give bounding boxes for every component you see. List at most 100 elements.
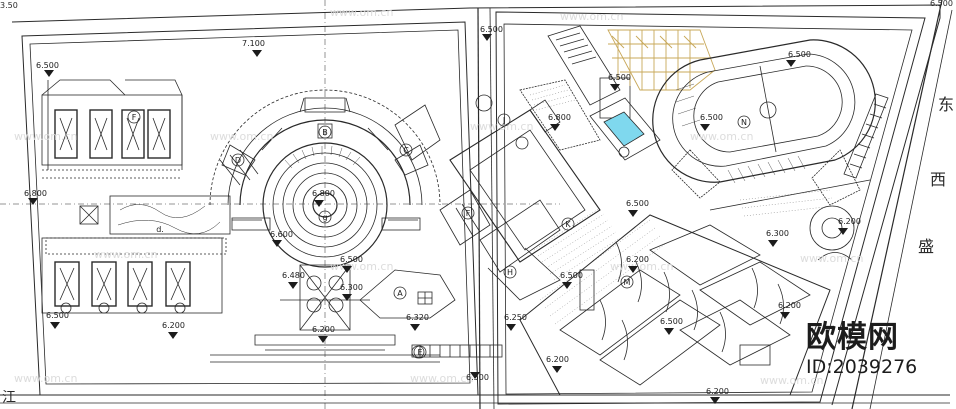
elevation-marker: 6.200 — [312, 325, 335, 343]
label-d: d. — [156, 225, 164, 234]
elevation-marker: 6.500 — [36, 61, 59, 77]
watermark-brand: 欧模网 — [806, 320, 899, 355]
label-J: J — [502, 116, 505, 125]
elevation-marker: 6.500 — [700, 113, 723, 131]
watermark-id: ID:2039276 — [806, 356, 918, 378]
building-A-area — [359, 269, 456, 319]
elevation-marker: 6.500 — [480, 25, 503, 41]
label-H: H — [507, 268, 513, 277]
watermark-url: www.om.cn — [410, 372, 473, 385]
svg-text:6.500: 6.500 — [36, 61, 59, 70]
dormitory-blocks-bottom — [41, 237, 227, 314]
elevation-marker: 6.480 — [282, 271, 305, 289]
elevation-marker: 6.200 — [546, 355, 569, 373]
elevation-marker: 6.200 — [838, 217, 861, 235]
elevation-marker: 6.200 — [778, 301, 801, 319]
dormitory-blocks-top — [41, 79, 183, 179]
elevation-marker: 6.200 — [162, 321, 185, 339]
svg-text:6.500: 6.500 — [700, 113, 723, 122]
watermark-url: www.om.cn — [690, 130, 753, 143]
elevation-marker: 6.500 — [46, 311, 69, 329]
svg-text:6.500: 6.500 — [608, 73, 631, 82]
svg-text:6.800: 6.800 — [312, 189, 335, 198]
svg-text:6.500: 6.500 — [340, 255, 363, 264]
watermark-url: www.om.cn — [210, 130, 273, 143]
label-E: E — [417, 348, 422, 357]
elevation-marker: 6.500 — [786, 50, 811, 67]
elevation-marker: 6.500 — [466, 372, 489, 382]
elevation-marker: 6.800 — [312, 189, 335, 207]
svg-text:6.800: 6.800 — [548, 113, 571, 122]
watermark-url: www.om.cn — [610, 260, 673, 273]
edge-mark: 盛 — [918, 237, 934, 256]
edge-mark: 西 — [930, 170, 946, 189]
watermark-url: www.om.cn — [14, 372, 77, 385]
label-F: F — [466, 209, 471, 218]
elevation-marker: 6.500 — [660, 317, 683, 335]
svg-text:6.300: 6.300 — [340, 283, 363, 292]
label-C: C — [403, 146, 409, 155]
academic-complex — [439, 79, 601, 301]
svg-text:6.200: 6.200 — [312, 325, 335, 334]
edge-mark: 东 — [938, 95, 954, 114]
east-bar-building — [843, 93, 889, 179]
watermark-url: www.om.cn — [330, 6, 393, 19]
svg-text:6.600: 6.600 — [270, 230, 293, 239]
watermark-url: www.om.cn — [560, 10, 623, 23]
label-F: F — [132, 113, 137, 122]
svg-text:6.320: 6.320 — [406, 313, 429, 322]
watermark-url: www.om.cn — [800, 252, 863, 265]
residential-blocks — [519, 214, 831, 396]
svg-text:6.800: 6.800 — [24, 189, 47, 198]
label-B: B — [322, 128, 328, 137]
south-plaza — [210, 264, 440, 363]
svg-text:6.500: 6.500 — [480, 25, 503, 34]
elevation-marker: 6.800 — [548, 113, 571, 131]
svg-text:6.200: 6.200 — [838, 217, 861, 226]
central-auditorium — [209, 89, 441, 268]
svg-text:6.200: 6.200 — [706, 387, 729, 396]
building-E-strip — [411, 344, 503, 359]
running-track — [652, 39, 876, 211]
svg-text:6.300: 6.300 — [766, 229, 789, 238]
svg-text:6.250: 6.250 — [504, 313, 527, 322]
elevation-marker: 6.800 — [24, 189, 47, 205]
svg-text:6.500: 6.500 — [560, 271, 583, 280]
elevation-marker: 6.200 — [706, 387, 729, 404]
swimming-pool — [589, 97, 661, 161]
complex-dotted-fill — [529, 84, 621, 281]
elevation-marker: 6.300 — [340, 283, 363, 301]
label-A: A — [397, 289, 403, 298]
svg-text:6.200: 6.200 — [546, 355, 569, 364]
residential-dotted — [539, 189, 835, 325]
elevation-marker: 6.200 — [626, 255, 649, 273]
elevation-marker: 6.600 — [270, 230, 293, 247]
elevation-marker: 6.300 — [766, 229, 789, 247]
elevation-marker: 6.500 — [608, 73, 631, 91]
edge-mark: 6.500 — [930, 0, 953, 8]
edge-mark: 江 — [2, 390, 16, 406]
building-labels: A F C D E B g H J K M N F d. — [127, 110, 751, 359]
dormitory-courtyard — [79, 195, 231, 235]
elevation-marker: 6.250 — [504, 313, 527, 331]
elevation-markers: 7.100 6.500 6.500 6.500 6.500 6.500 6.80… — [24, 25, 861, 404]
label-g: g — [322, 213, 327, 222]
edge-mark: 3.50 — [0, 1, 18, 10]
svg-text:6.500: 6.500 — [626, 199, 649, 208]
track-seating — [675, 83, 806, 184]
svg-text:7.100: 7.100 — [242, 39, 265, 48]
svg-text:6.200: 6.200 — [162, 321, 185, 330]
svg-text:6.200: 6.200 — [778, 301, 801, 310]
label-D: D — [235, 156, 241, 165]
elevation-marker: 6.500 — [340, 255, 363, 273]
label-K: K — [565, 220, 571, 229]
label-N: N — [741, 118, 747, 127]
svg-text:6.500: 6.500 — [466, 373, 489, 382]
svg-text:6.480: 6.480 — [282, 271, 305, 280]
auditorium-hatch — [284, 145, 361, 169]
elevation-marker: 6.500 — [560, 271, 583, 289]
elevation-marker: 6.500 — [626, 199, 649, 217]
